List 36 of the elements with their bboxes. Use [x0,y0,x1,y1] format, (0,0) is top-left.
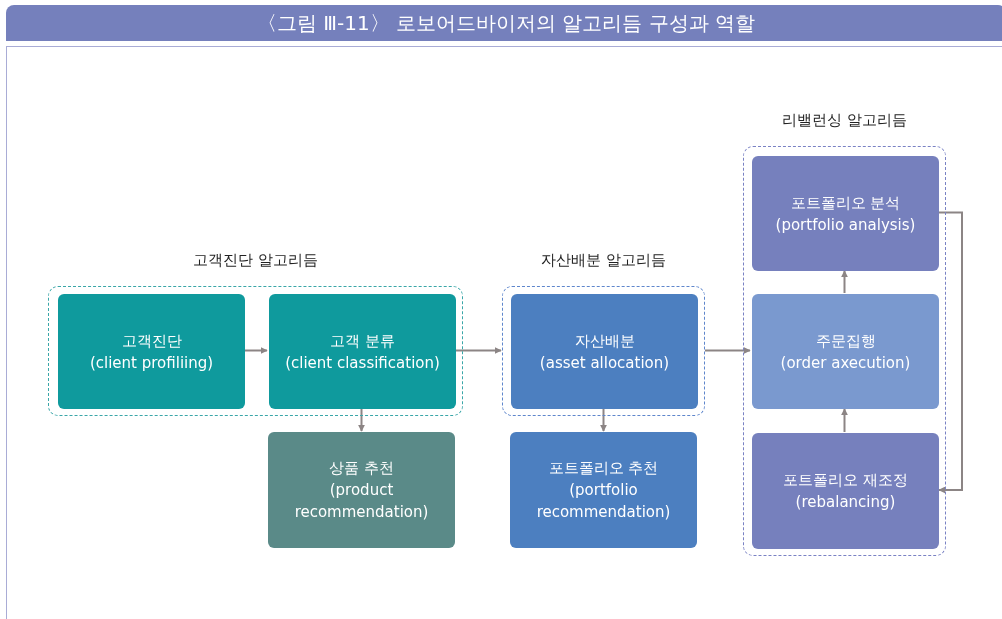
box-label: (client classification) [285,352,440,374]
arrow [600,407,607,432]
arrow [841,408,848,433]
arrow [454,347,502,354]
arrow [704,347,751,354]
arrow [358,407,365,432]
arrow [243,347,268,354]
arrow [937,211,963,494]
group-heading: 고객진단 알고리듬 [192,251,319,270]
process-box [752,433,939,549]
box-label: (portfolio recommendation) [535,480,672,523]
group-heading: 자산배분 알고리듬 [540,251,667,270]
box-label: 포트폴리오 재조정 [783,470,908,491]
arrow [841,270,848,294]
box-label: 주문집행 [815,330,876,352]
box-label: (portfolio analysis) [775,214,916,236]
process-box [511,294,698,409]
box-label: 고객진단 [121,330,182,352]
box-label: 자산배분 [574,330,635,352]
process-box [58,294,245,409]
box-label: 포트폴리오 분석 [790,192,901,214]
box-label: 상품 추천 [329,458,394,479]
box-label: (order axecution) [780,352,911,374]
box-label: (rebalancing) [795,492,896,513]
group-heading: 리밸런싱 알고리듬 [781,111,908,130]
box-label: 고객 분류 [330,330,395,352]
process-box [268,432,455,548]
box-label: (client profiliing) [89,352,214,374]
process-box [752,156,939,271]
box-label: (product recommendation) [293,480,430,523]
diagram-title: 〈그림 Ⅲ-11〉 로보어드바이저의 알고리듬 구성과 역할 [256,9,756,37]
box-label: (asset allocation) [539,352,670,374]
process-box [752,294,939,409]
process-box [269,294,456,409]
box-label: 포트폴리오 추천 [548,458,659,479]
process-box [510,432,697,548]
